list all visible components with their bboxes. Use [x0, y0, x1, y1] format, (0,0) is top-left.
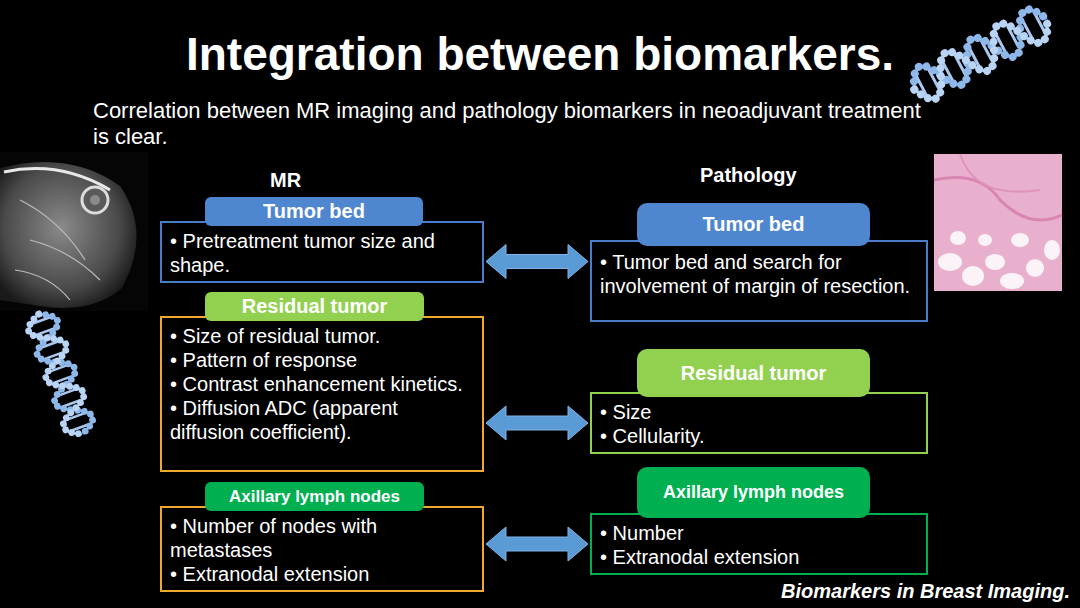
bullet-text: • Diffusion ADC (apparent diffusion coef…	[170, 396, 474, 444]
column-heading: Pathology	[700, 163, 840, 187]
section-heading: Axillary lymph nodes	[637, 467, 870, 518]
double-arrow	[486, 527, 588, 561]
section-heading: Residual tumor	[637, 349, 870, 397]
bullet-text: • Cellularity.	[600, 424, 918, 448]
bullet-text: • Extranodal extension	[600, 545, 918, 569]
biomarker-box: Axillary lymph nodes• Number of nodes wi…	[160, 506, 484, 592]
bullet-text: • Pretreatment tumor size and shape.	[170, 229, 474, 277]
biomarker-box: Tumor bed• Pretreatment tumor size and s…	[160, 221, 484, 283]
box-body: • Tumor bed and search for involvement o…	[592, 242, 926, 302]
section-heading: Residual tumor	[205, 292, 424, 321]
biomarker-box: Axillary lymph nodes• Number• Extranodal…	[590, 513, 928, 575]
box-body: • Number• Extranodal extension	[592, 515, 926, 573]
biomarker-box: Residual tumor• Size• Cellularity.	[590, 392, 928, 454]
double-arrow	[486, 245, 588, 279]
bullet-text: • Tumor bed and search for involvement o…	[600, 250, 918, 298]
source-caption: Biomarkers in Breast Imaging.	[781, 578, 1070, 604]
subtitle-text: Correlation between MR imaging and patho…	[93, 98, 923, 150]
bullet-text: • Size of residual tumor.	[170, 324, 474, 348]
bullet-text: • Contrast enhancement kinetics.	[170, 372, 474, 396]
box-body: • Pretreatment tumor size and shape.	[162, 223, 482, 281]
box-body: • Size• Cellularity.	[592, 394, 926, 452]
bullet-text: • Size	[600, 400, 918, 424]
box-body: • Size of residual tumor.• Pattern of re…	[162, 318, 482, 448]
section-heading: Axillary lymph nodes	[205, 482, 424, 511]
biomarker-box: Residual tumor• Size of residual tumor.•…	[160, 316, 484, 472]
box-body: • Number of nodes with metastases• Extra…	[162, 508, 482, 590]
bullet-text: • Number	[600, 521, 918, 545]
biomarker-box: Tumor bed• Tumor bed and search for invo…	[590, 240, 928, 322]
bullet-text: • Number of nodes with metastases	[170, 514, 474, 562]
dna-helix	[906, 3, 1055, 105]
column-heading: MR	[270, 168, 350, 192]
dna-helix	[24, 309, 96, 439]
section-heading: Tumor bed	[205, 197, 423, 226]
histology-image	[934, 154, 1062, 291]
section-heading: Tumor bed	[637, 203, 870, 246]
mri-image	[0, 152, 148, 311]
slide-title: Integration between biomarkers.	[0, 26, 1080, 82]
double-arrow	[486, 406, 588, 440]
bullet-text: • Pattern of response	[170, 348, 474, 372]
bullet-text: • Extranodal extension	[170, 562, 474, 586]
